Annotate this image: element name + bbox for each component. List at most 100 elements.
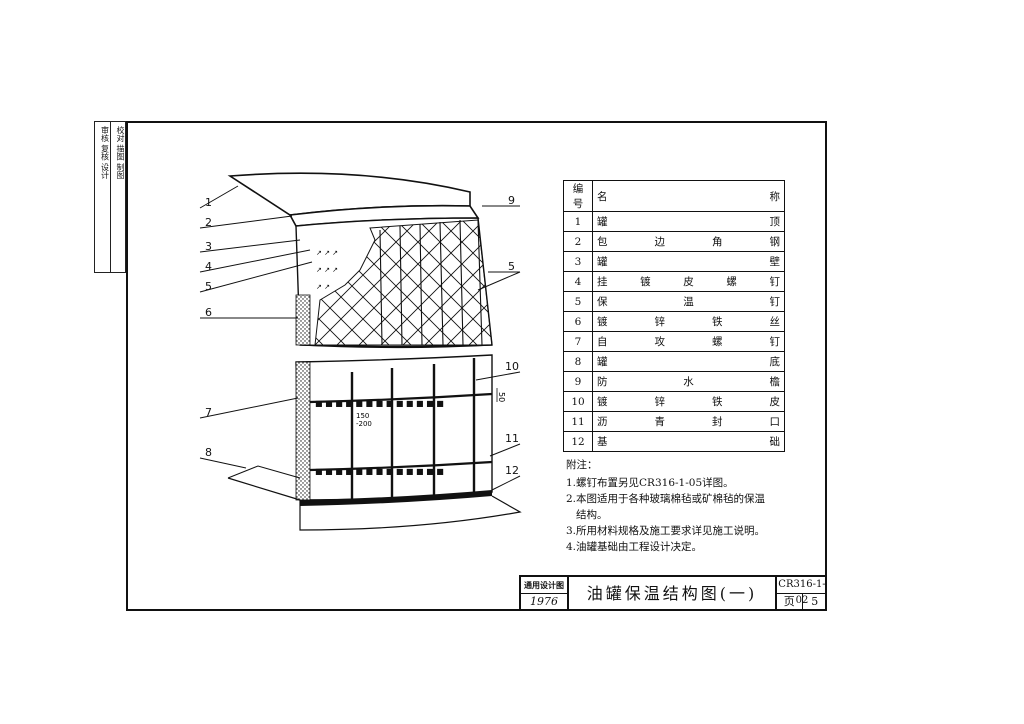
note-item: 3.所用材料规格及施工要求详见施工说明。 bbox=[566, 525, 766, 537]
part-name: 镀锌铁皮 bbox=[597, 396, 780, 408]
header-name-right: 称 bbox=[769, 190, 781, 203]
part-name: 镀锌铁丝 bbox=[597, 316, 780, 328]
screws: ■ ■ ■ ■ ■ ■ ■ ■ ■ ■ ■ ■ ■ ■ ■ ■ ■ ■ ■ ■ … bbox=[315, 399, 444, 476]
part-name: 罐顶 bbox=[597, 216, 780, 228]
spacing-value: -200 bbox=[356, 420, 372, 428]
part-name-cell: 防水檐 bbox=[592, 371, 785, 392]
part-name: 自攻螺钉 bbox=[597, 336, 780, 348]
header-name-left: 名 bbox=[597, 190, 608, 203]
callout-label: 9 bbox=[508, 194, 515, 207]
callout-label: 4 bbox=[205, 260, 212, 273]
title-block: 通用设计图 1976 油罐保温结构图(一) CR316-1-02 页 5 bbox=[519, 575, 827, 610]
lower-wall bbox=[295, 354, 493, 501]
table-row: 1 罐顶 bbox=[563, 211, 785, 232]
table-row: 12 基础 bbox=[563, 431, 785, 452]
part-number: 2 bbox=[563, 231, 593, 252]
part-name: 保温钉 bbox=[597, 296, 780, 308]
note-item: 2.本图适用于各种玻璃棉毡或矿棉毡的保温 bbox=[566, 493, 766, 505]
part-name: 挂镀皮螺钉 bbox=[597, 276, 780, 288]
callouts: 1 2 3 4 5 6 7 8 9 5 10 11 12 bbox=[205, 194, 519, 477]
table-row: 11 沥青封口 bbox=[563, 411, 785, 432]
part-name: 罐底 bbox=[597, 356, 780, 368]
page-cell: 页 5 bbox=[777, 594, 827, 610]
callout-label: 12 bbox=[505, 464, 519, 477]
callout-label: 2 bbox=[205, 216, 212, 229]
part-name-cell: 基础 bbox=[592, 431, 785, 452]
note-item: 1.螺钉布置另见CR316-1-05详图。 bbox=[566, 477, 734, 489]
part-number: 1 bbox=[563, 211, 593, 232]
part-number: 12 bbox=[563, 431, 593, 452]
part-name: 包边角钢 bbox=[597, 236, 780, 248]
page-number: 5 bbox=[811, 595, 819, 608]
table-header-row: 编号 名 称 bbox=[563, 180, 785, 212]
part-name-cell: 镀锌铁丝 bbox=[592, 311, 785, 332]
callout-label: 10 bbox=[505, 360, 519, 373]
approval-stamp: 审核 复核 设计 校对 描图 制图 bbox=[94, 121, 126, 273]
tank-bottom bbox=[300, 490, 492, 506]
table-row: 2 包边角钢 bbox=[563, 231, 785, 252]
dim-label: 50 bbox=[497, 392, 506, 402]
part-name: 基础 bbox=[597, 436, 780, 448]
leader-lines bbox=[199, 185, 521, 491]
svg-text:■ ■ ■ ■ ■ ■ ■ ■ ■ ■ ■ ■ ■: ■ ■ ■ ■ ■ ■ ■ ■ ■ ■ ■ ■ ■ bbox=[315, 399, 444, 408]
callout-label: 3 bbox=[205, 240, 212, 253]
part-number: 11 bbox=[563, 411, 593, 432]
stamp-column: 审核 复核 设计 bbox=[95, 122, 111, 272]
part-number: 9 bbox=[563, 371, 593, 392]
note-item: 4.油罐基础由工程设计决定。 bbox=[566, 541, 703, 553]
svg-text:↗ ↗ ↗: ↗ ↗ ↗ bbox=[316, 249, 338, 257]
callout-label: 11 bbox=[505, 432, 519, 445]
callout-label: 7 bbox=[205, 406, 212, 419]
break-line-top bbox=[299, 344, 493, 349]
part-number: 3 bbox=[563, 251, 593, 272]
org-label: 通用设计图 bbox=[521, 577, 567, 594]
part-name-cell: 自攻螺钉 bbox=[592, 331, 785, 352]
notes-title: 附注： bbox=[566, 459, 598, 471]
part-number: 10 bbox=[563, 391, 593, 412]
stamp-column: 校对 描图 制图 bbox=[116, 126, 125, 180]
table-row: 3 罐壁 bbox=[563, 251, 785, 272]
part-name-cell: 保温钉 bbox=[592, 291, 785, 312]
notes-block: 附注： 1.螺钉布置另见CR316-1-05详图。 2.本图适用于各种玻璃棉毡或… bbox=[566, 457, 816, 555]
part-number: 7 bbox=[563, 331, 593, 352]
table-row: 7 自攻螺钉 bbox=[563, 331, 785, 352]
callout-label: 6 bbox=[205, 306, 212, 319]
callout-label: 1 bbox=[205, 196, 212, 209]
title-block-code-cell: CR316-1-02 页 5 bbox=[777, 577, 827, 610]
part-name-cell: 包边角钢 bbox=[592, 231, 785, 252]
svg-text:■ ■ ■ ■ ■ ■ ■ ■ ■ ■ ■ ■ ■: ■ ■ ■ ■ ■ ■ ■ ■ ■ ■ ■ ■ ■ bbox=[315, 467, 444, 476]
spacing-label: 150 -200 bbox=[356, 412, 372, 428]
page-label: 页 bbox=[777, 594, 803, 610]
drawing-code: CR316-1-02 bbox=[777, 579, 827, 606]
foundation-top bbox=[227, 465, 301, 479]
part-name-cell: 镀锌铁皮 bbox=[592, 391, 785, 412]
part-name: 罐壁 bbox=[597, 256, 780, 268]
part-name-cell: 沥青封口 bbox=[592, 411, 785, 432]
insulation-layer bbox=[295, 294, 311, 346]
header-no: 编号 bbox=[563, 180, 593, 212]
callout-label: 5 bbox=[508, 260, 515, 273]
drawing-frame bbox=[126, 121, 827, 611]
year-label: 1976 bbox=[530, 595, 558, 608]
callout-label: 5 bbox=[205, 280, 212, 293]
lower-insulation bbox=[295, 361, 311, 501]
table-row: 4 挂镀皮螺钉 bbox=[563, 271, 785, 292]
spacing-value: 150 bbox=[356, 412, 369, 420]
table-row: 10 镀锌铁皮 bbox=[563, 391, 785, 412]
svg-text:↗ ↗ ↗: ↗ ↗ ↗ bbox=[316, 266, 338, 274]
drawing-title: 油罐保温结构图(一) bbox=[569, 577, 777, 610]
callout-label: 8 bbox=[205, 446, 212, 459]
screw-bands bbox=[309, 392, 493, 472]
part-name: 沥青封口 bbox=[597, 416, 780, 428]
part-name-cell: 挂镀皮螺钉 bbox=[592, 271, 785, 292]
part-number: 5 bbox=[563, 291, 593, 312]
header-name: 名 称 bbox=[592, 180, 785, 212]
table-row: 5 保温钉 bbox=[563, 291, 785, 312]
insulation-pins: ↗ ↗ ↗ ↗ ↗ ↗ ↗ ↗ bbox=[316, 249, 338, 291]
part-number: 4 bbox=[563, 271, 593, 292]
